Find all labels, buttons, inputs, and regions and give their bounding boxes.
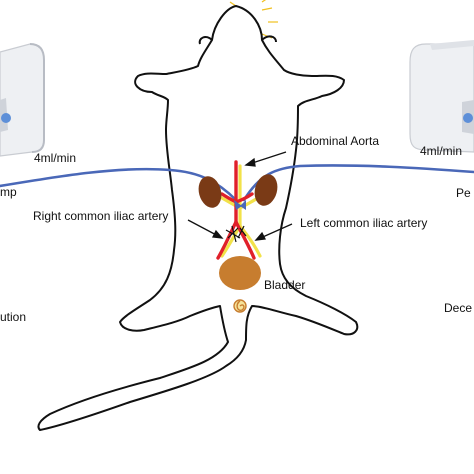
label-flow-left: 4ml/min (34, 151, 77, 165)
left-kidney (254, 174, 278, 206)
rat-outline (37, 5, 359, 431)
right-pump-port (463, 113, 473, 123)
left-pump-port (1, 113, 11, 123)
right-kidney (198, 176, 222, 208)
label-bladder: Bladder (264, 278, 306, 292)
label-pump-right-partial: Pe (456, 186, 471, 200)
label-left-common-iliac-artery: Left common iliac artery (300, 216, 428, 230)
label-pump-left-partial: mp (0, 185, 17, 199)
rat-body (37, 0, 359, 431)
organs (198, 160, 278, 313)
ligature-knots (225, 225, 247, 243)
left-pump-device (0, 43, 45, 157)
right-tube (242, 164, 474, 202)
right-pump-device (409, 40, 474, 153)
label-solution-left-partial: ution (0, 310, 27, 324)
anus-mark (233, 299, 247, 313)
cannula-tips (234, 200, 246, 210)
label-solution-right-partial: Dece (444, 301, 473, 315)
label-abdominal-aorta: Abdominal Aorta (291, 134, 380, 148)
bladder-organ (219, 256, 261, 290)
right-iliac-vessel (216, 220, 238, 260)
annotation-arrows (187, 151, 293, 241)
label-right-common-iliac-artery: Right common iliac artery (33, 209, 169, 223)
left-iliac-vessel (234, 220, 256, 260)
label-flow-right: 4ml/min (420, 144, 463, 158)
